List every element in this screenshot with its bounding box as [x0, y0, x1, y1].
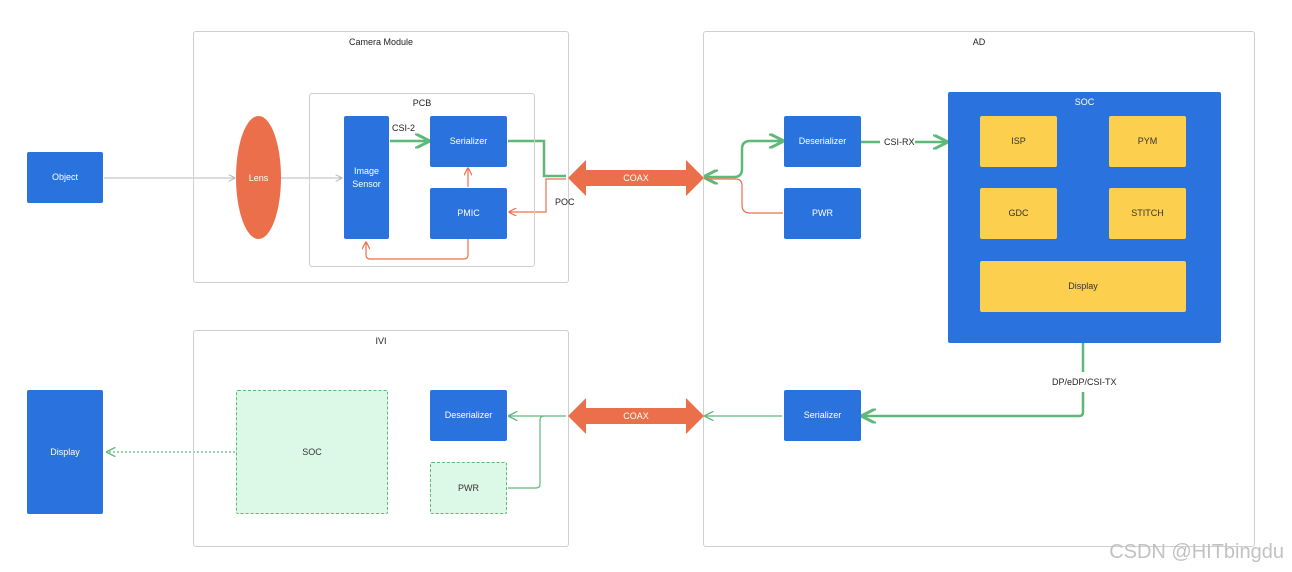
soc-display-block: Display	[980, 261, 1186, 312]
camera-module-group: Camera Module	[193, 31, 569, 283]
ivi-deserializer-block: Deserializer	[430, 390, 507, 441]
wire-poc	[510, 178, 566, 212]
watermark-text: CSDN @HITbingdu	[1109, 541, 1284, 563]
wire-pmic-sensor	[366, 239, 469, 260]
stitch-block: STITCH	[1109, 188, 1186, 239]
coax-top-label: COAX	[623, 173, 649, 183]
coax-bottom-arrow	[568, 398, 704, 434]
csi2-label: CSI-2	[392, 123, 416, 133]
ad-pwr-block: PWR	[784, 188, 861, 239]
ivi-group: IVI	[193, 330, 569, 547]
wire-dp-bottom	[864, 392, 1085, 416]
wire-serializer-coax	[508, 139, 566, 178]
pmic-block: PMIC	[430, 188, 507, 239]
ad-serializer-block: Serializer	[784, 390, 861, 441]
dp-tx-label: DP/eDP/CSI-TX	[1052, 377, 1117, 387]
poc-label: POC	[555, 197, 575, 207]
ad-soc-title: SOC	[1074, 97, 1095, 107]
coax-bottom-label: COAX	[623, 411, 649, 421]
wire-coax-deserializer	[706, 141, 781, 177]
ad-deserializer-block: Deserializer	[784, 116, 861, 167]
ad-group: AD	[703, 31, 1255, 547]
pcb-group: PCB	[309, 93, 535, 267]
object-block: Object	[27, 152, 103, 203]
camera-serializer-block: Serializer	[430, 116, 507, 167]
coax-top-arrow	[568, 160, 704, 196]
ivi-soc-block: SOC	[236, 390, 388, 514]
ivi-title: IVI	[375, 336, 387, 346]
image-sensor-block: Image Sensor	[344, 116, 389, 239]
ivi-pwr-block: PWR	[430, 462, 507, 514]
csi-rx-label: CSI-RX	[884, 137, 915, 147]
display-block: Display	[27, 390, 103, 514]
isp-block: ISP	[980, 116, 1057, 167]
gdc-block: GDC	[980, 188, 1057, 239]
coax-bottom-link: COAX	[568, 398, 704, 434]
ad-title: AD	[972, 37, 986, 47]
lens-block: Lens	[236, 116, 281, 239]
wire-ad-pwr	[706, 178, 783, 214]
coax-top-link: COAX	[568, 160, 704, 196]
camera-module-title: Camera Module	[348, 37, 414, 47]
pcb-title: PCB	[412, 98, 432, 108]
pym-block: PYM	[1109, 116, 1186, 167]
